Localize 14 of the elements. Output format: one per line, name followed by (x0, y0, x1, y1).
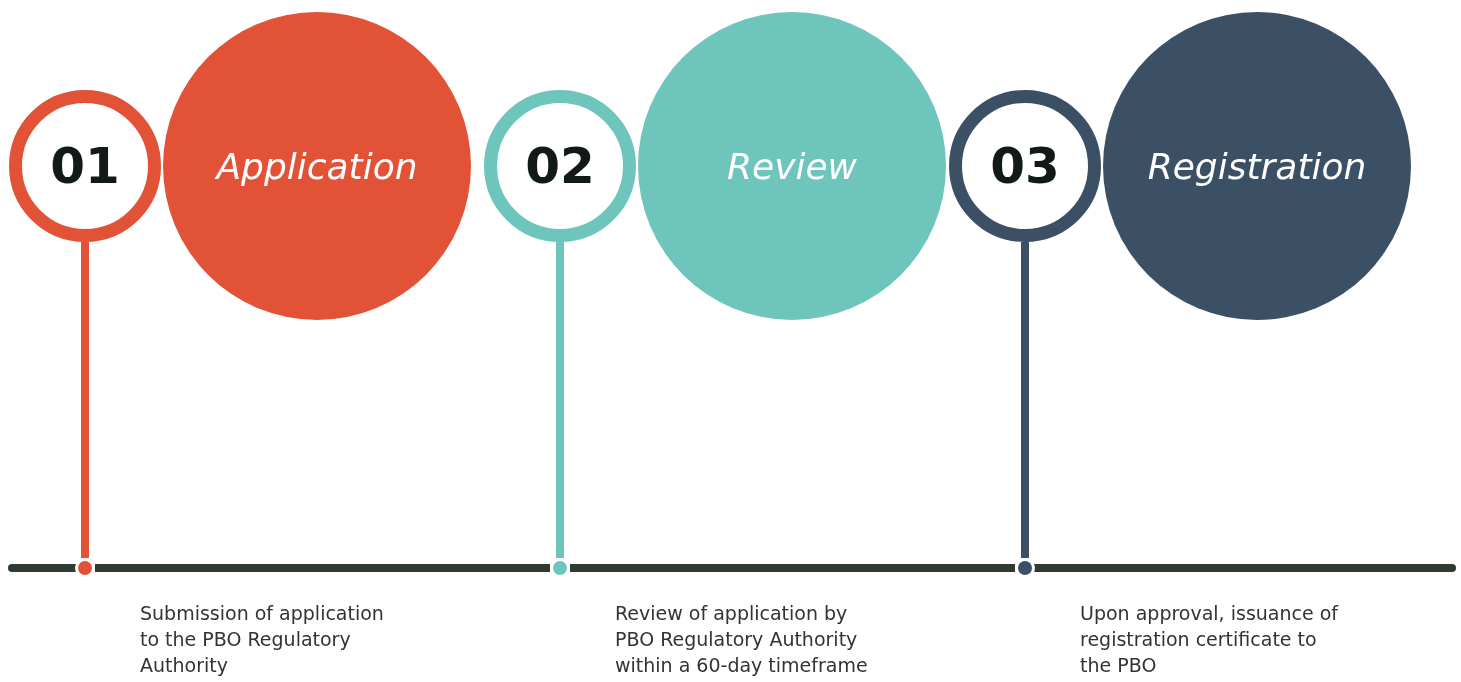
connector-line (1021, 242, 1029, 558)
connector-line (81, 242, 89, 558)
step-description: Review of application by PBO Regulatory Authority within a 60-day timeframe (615, 601, 869, 678)
timeline-bar (95, 564, 550, 572)
step-description: Submission of application to the PBO Regulatory Authority (140, 601, 385, 678)
timeline-bar (570, 564, 1015, 572)
step-title-circle: Application (163, 12, 471, 320)
step-number-circle: 02 (484, 90, 636, 242)
step-description: Upon approval, issuance of registration certificate to the PBO (1080, 601, 1340, 678)
step-number-circle: 01 (9, 90, 161, 242)
step-title-circle: Registration (1103, 12, 1411, 320)
step-number-circle: 03 (949, 90, 1101, 242)
connector-line (556, 242, 564, 558)
step-title-circle: Review (638, 12, 946, 320)
